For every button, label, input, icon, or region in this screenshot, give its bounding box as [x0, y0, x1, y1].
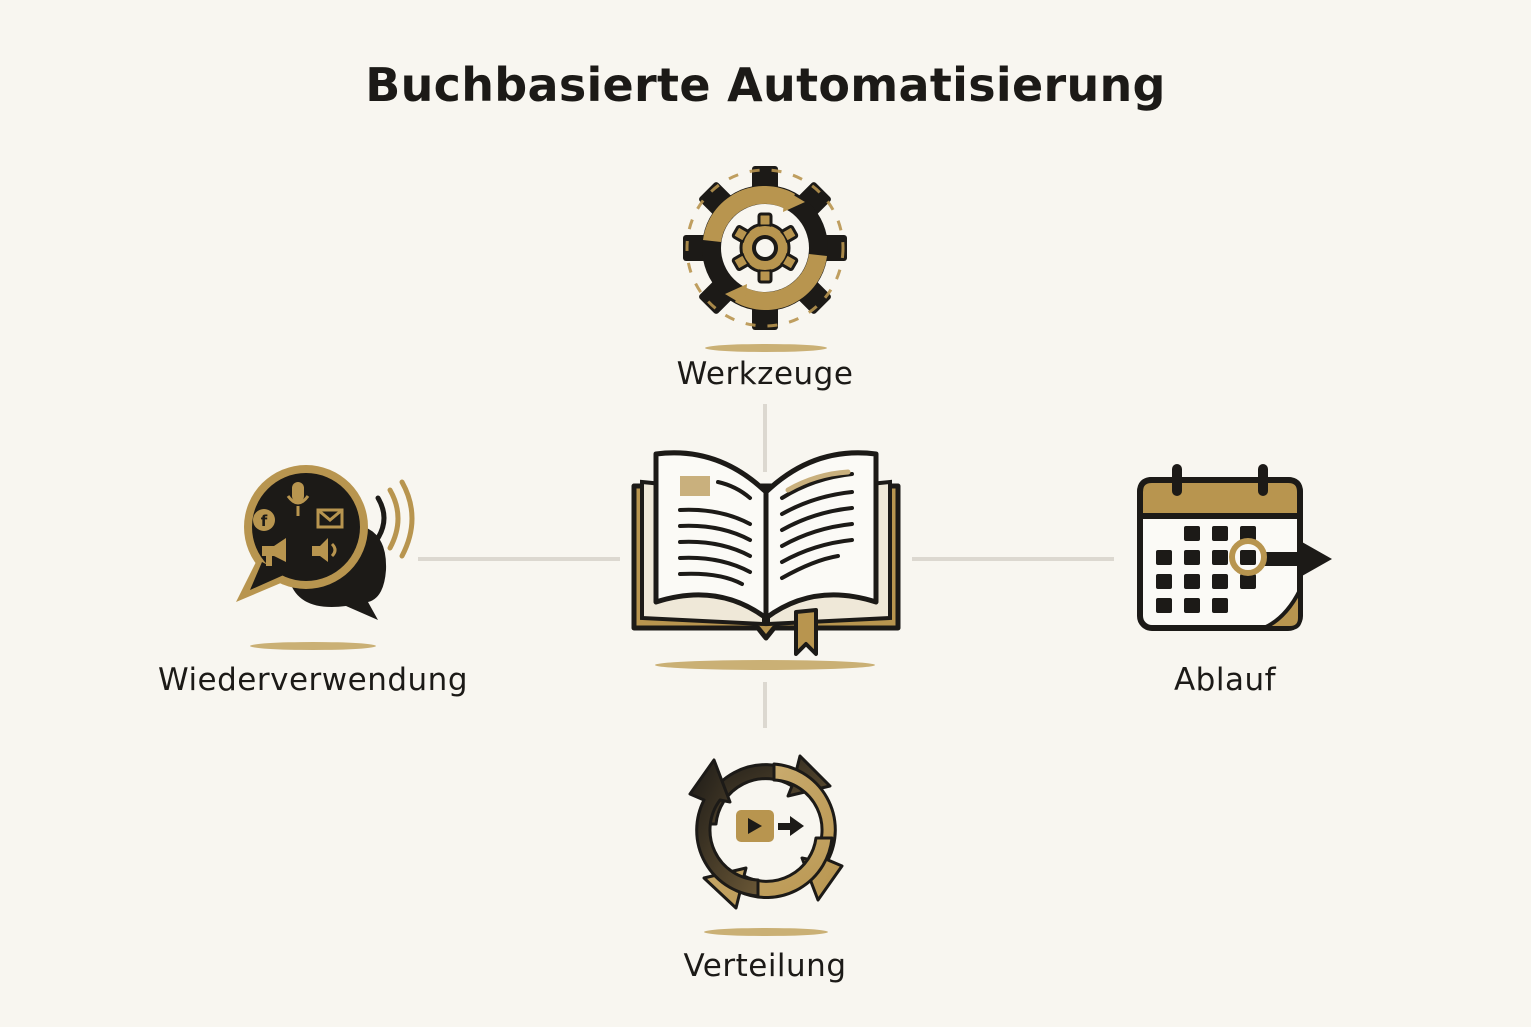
- calendar-icon: [1136, 460, 1336, 634]
- speech-bubble-media-icon: f: [228, 462, 418, 632]
- label-wiederverwendung: Wiederverwendung: [157, 662, 469, 698]
- wiederverwendung-shadow: [250, 642, 376, 650]
- gears-icon: [676, 166, 856, 336]
- label-ablauf: Ablauf: [1173, 662, 1277, 698]
- connector-left: [418, 557, 620, 561]
- connector-top: [763, 404, 767, 472]
- verteilung-shadow: [704, 928, 828, 936]
- connector-right: [912, 557, 1114, 561]
- label-verteilung: Verteilung: [683, 948, 847, 984]
- open-book-icon: [628, 442, 904, 674]
- svg-text:f: f: [261, 512, 268, 530]
- werkzeuge-shadow: [705, 344, 827, 352]
- book-shadow: [655, 660, 875, 670]
- diagram-title: Buchbasierte Automatisierung: [365, 58, 1166, 112]
- label-werkzeuge: Werkzeuge: [676, 356, 854, 392]
- connector-bottom: [763, 682, 767, 728]
- cycle-arrows-icon: [673, 738, 859, 922]
